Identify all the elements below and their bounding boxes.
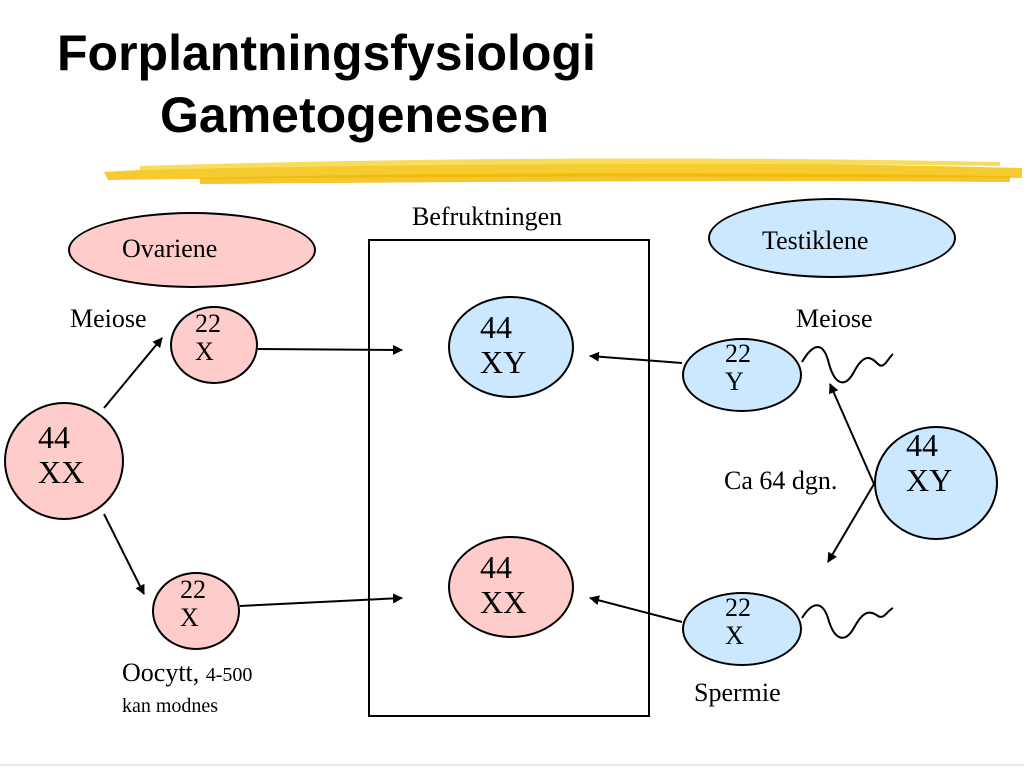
testes-label: Testiklene: [762, 226, 869, 255]
meiosis-label-male: Meiose: [796, 304, 873, 333]
zygote-female-cell: [448, 536, 574, 638]
sperm-x-head: [682, 592, 802, 666]
oocyte-count: 4-500: [205, 664, 253, 686]
father-cell: [874, 426, 998, 540]
ovaries-oval: [68, 212, 316, 288]
egg-cell-top: [170, 306, 258, 384]
fertilization-label: Befruktningen: [412, 202, 563, 231]
arrow-father-to-sperm-y: [829, 383, 875, 485]
fertilization-box: [368, 239, 650, 717]
page-title: Forplantningsfysiologi: [57, 25, 596, 81]
oocyte-note: kan modnes: [122, 695, 219, 717]
ovaries-label: Ovariene: [122, 234, 218, 263]
arrow-mother-to-egg-bottom: [103, 513, 145, 595]
sperm-y-tail: [801, 346, 894, 384]
testes-oval: [708, 198, 956, 278]
arrow-egg-bottom-to-zygote: [239, 593, 403, 607]
duration-label: Ca 64 dgn.: [724, 466, 838, 495]
page-subtitle: Gametogenesen: [160, 87, 550, 143]
arrow-sperm-x-to-zygote: [589, 595, 683, 623]
arrow-mother-to-egg-top: [103, 337, 163, 409]
sperm-x-tail: [801, 604, 894, 639]
arrow-father-to-sperm-x: [827, 483, 875, 563]
sperm-label: Spermie: [694, 678, 781, 707]
footer-divider: [0, 764, 1024, 766]
meiosis-label-female: Meiose: [70, 304, 147, 333]
mother-cell: [4, 402, 124, 520]
egg-cell-bottom: [152, 572, 240, 650]
arrow-sperm-y-to-zygote: [589, 351, 683, 364]
arrow-egg-top-to-zygote: [257, 344, 403, 355]
sperm-y-head: [682, 338, 802, 412]
oocyte-label: Oocytt, 4-500: [122, 658, 253, 687]
zygote-male-cell: [448, 296, 574, 398]
